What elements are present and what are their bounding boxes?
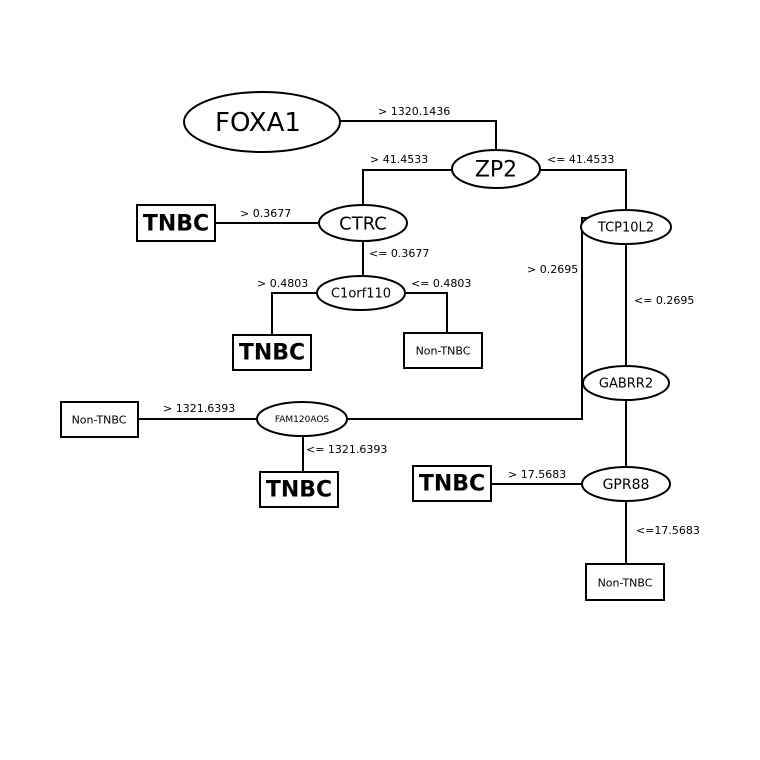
leaf-tnbc-1: TNBC bbox=[136, 204, 216, 242]
leaf-tnbc-4: TNBC bbox=[412, 465, 492, 502]
edge-zp2-tcp10l2 bbox=[540, 169, 627, 210]
node-gabrr2-label: GABRR2 bbox=[599, 377, 653, 392]
node-foxa1-label: FOXA1 bbox=[215, 108, 301, 138]
edge-label-gpr88-nontnbc: <=17.5683 bbox=[636, 524, 700, 537]
leaf-tnbc-3: TNBC bbox=[259, 471, 339, 508]
edge-label-fam120aos-nontnbc: > 1321.6393 bbox=[163, 402, 235, 415]
edge-labels: > 1320.1436 > 41.4533 <= 41.4533 > 0.367… bbox=[163, 105, 700, 537]
node-foxa1: FOXA1 bbox=[183, 91, 341, 153]
edge-label-gpr88-tnbc: > 17.5683 bbox=[508, 468, 566, 481]
edge-label-zp2-tcp10l2: <= 41.4533 bbox=[547, 153, 614, 166]
leaf-nontnbc-3: Non-TNBC bbox=[585, 563, 665, 601]
edge-label-c1orf110-tnbc: > 0.4803 bbox=[257, 277, 308, 290]
leaf-nontnbc-3-label: Non-TNBC bbox=[598, 577, 653, 590]
edge-foxa1-zp2 bbox=[340, 120, 497, 150]
node-fam120aos-label: FAM120AOS bbox=[275, 415, 330, 425]
node-gpr88-label: GPR88 bbox=[603, 477, 650, 493]
node-ctrc: CTRC bbox=[318, 204, 408, 242]
edge-label-ctrc-tnbc: > 0.3677 bbox=[240, 207, 291, 220]
leaf-tnbc-4-label: TNBC bbox=[419, 472, 485, 497]
edge-c1orf110-nontnbc-leaf bbox=[406, 292, 448, 333]
leaf-nontnbc-2-label: Non-TNBC bbox=[72, 414, 127, 427]
node-zp2-label: ZP2 bbox=[475, 158, 517, 183]
node-tcp10l2: TCP10L2 bbox=[580, 209, 672, 245]
edge-label-tcp10l2-gabrr2: <= 0.2695 bbox=[634, 294, 694, 307]
edge-zp2-ctrc bbox=[362, 169, 452, 205]
leaf-tnbc-1-label: TNBC bbox=[143, 212, 209, 237]
node-tcp10l2-label: TCP10L2 bbox=[597, 221, 654, 236]
leaf-nontnbc-1-label: Non-TNBC bbox=[416, 345, 471, 358]
node-fam120aos: FAM120AOS bbox=[256, 401, 348, 437]
node-gabrr2: GABRR2 bbox=[582, 365, 670, 401]
leaf-tnbc-2: TNBC bbox=[232, 334, 312, 371]
leaf-nontnbc-2: Non-TNBC bbox=[60, 401, 139, 438]
edge-c1orf110-tnbc-leaf bbox=[271, 292, 317, 335]
edge-label-zp2-ctrc: > 41.4533 bbox=[370, 153, 428, 166]
node-c1orf110-label: C1orf110 bbox=[331, 287, 391, 302]
node-gpr88: GPR88 bbox=[581, 466, 671, 502]
leaf-tnbc-3-label: TNBC bbox=[266, 478, 332, 503]
edge-label-tcp10l2-fam120aos: > 0.2695 bbox=[527, 263, 578, 276]
edge-label-fam120aos-tnbc: <= 1321.6393 bbox=[306, 443, 387, 456]
leaf-nontnbc-1: Non-TNBC bbox=[403, 332, 483, 369]
edge-label-c1orf110-nontnbc: <= 0.4803 bbox=[411, 277, 471, 290]
edge-label-foxa1-zp2: > 1320.1436 bbox=[378, 105, 450, 118]
tree-edges bbox=[138, 120, 627, 564]
edge-label-ctrc-c1orf110: <= 0.3677 bbox=[369, 247, 429, 260]
leaf-tnbc-2-label: TNBC bbox=[239, 341, 305, 366]
node-c1orf110: C1orf110 bbox=[316, 275, 406, 311]
node-ctrc-label: CTRC bbox=[339, 214, 387, 235]
node-zp2: ZP2 bbox=[451, 149, 541, 189]
